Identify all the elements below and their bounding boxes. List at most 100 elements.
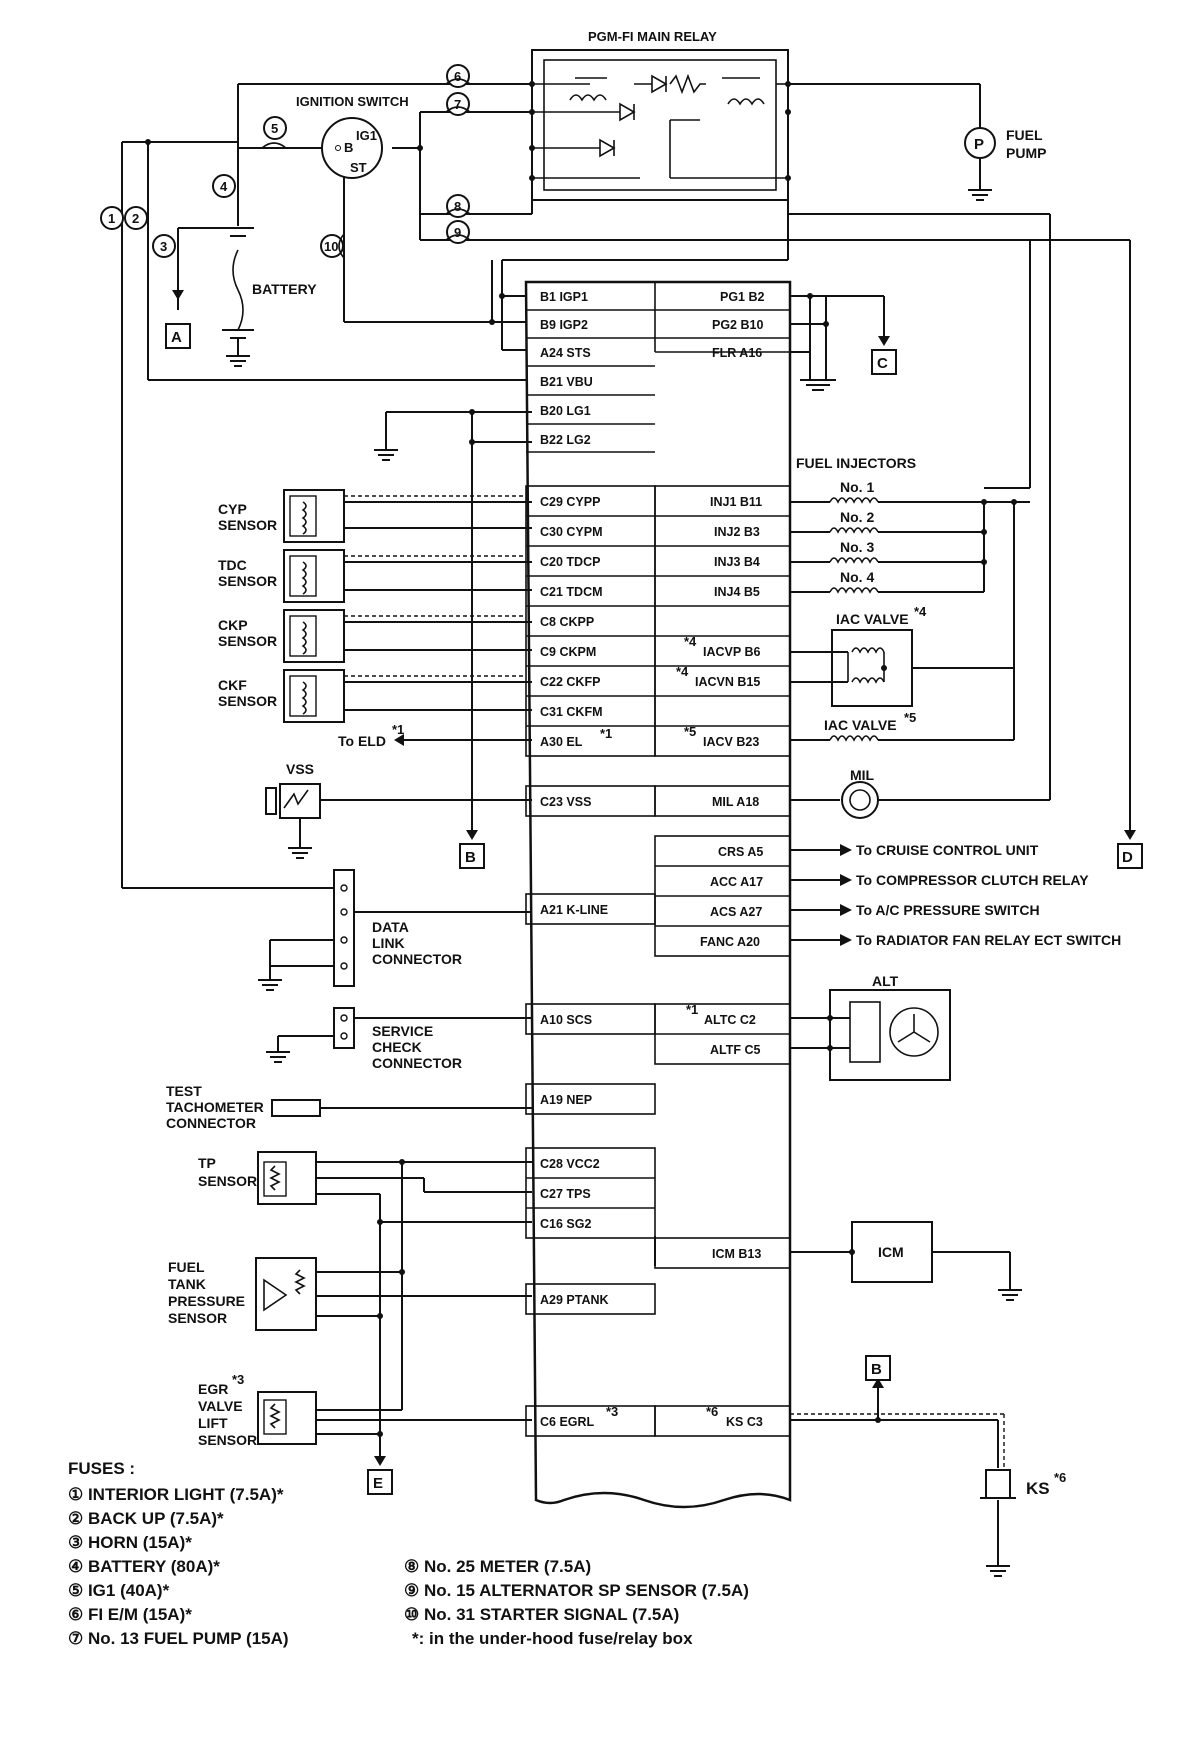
connector-b-left: B [459,843,485,869]
svg-text:KS: KS [1026,1479,1050,1498]
svg-text:*6: *6 [1054,1470,1066,1485]
svg-text:2: 2 [132,211,139,226]
svg-text:SENSOR: SENSOR [168,1310,227,1326]
svg-text:C27 TPS: C27 TPS [540,1187,591,1201]
svg-text:10: 10 [324,239,338,254]
svg-text:To RADIATOR FAN RELAY ECT SWIT: To RADIATOR FAN RELAY ECT SWITCH [856,932,1121,948]
svg-text:*3: *3 [232,1372,244,1387]
svg-text:*4: *4 [684,634,697,649]
svg-text:A24 STS: A24 STS [540,346,591,360]
svg-text:3: 3 [160,239,167,254]
svg-text:C30 CYPM: C30 CYPM [540,525,603,539]
knock-sensor: B KS *6 [790,1355,1066,1577]
svg-text:IAC VALVE: IAC VALVE [836,611,909,627]
fuse-7: 7 [445,92,471,116]
fuse-legend-4: ④ BATTERY (80A)* [68,1557,220,1576]
svg-text:FLR A16: FLR A16 [712,346,762,360]
ignition-switch: IGNITION SWITCH B IG1 ST [296,94,409,179]
fuse-legend-1: ① INTERIOR LIGHT (7.5A)* [68,1485,284,1504]
svg-text:EGR: EGR [198,1381,228,1397]
svg-text:D: D [1122,849,1133,866]
svg-text:*4: *4 [914,604,927,619]
svg-text:ALTF C5: ALTF C5 [710,1043,761,1057]
svg-text:ICM B13: ICM B13 [712,1247,761,1261]
svg-text:1: 1 [108,211,115,226]
fuse-legend-note: *: in the under-hood fuse/relay box [412,1629,693,1648]
svg-text:No. 3: No. 3 [840,539,874,555]
svg-text:C29 CYPP: C29 CYPP [540,495,600,509]
svg-text:INJ2 B3: INJ2 B3 [714,525,760,539]
svg-text:ACC A17: ACC A17 [710,875,763,889]
test-tachometer-connector: TEST TACHOMETER CONNECTOR [166,1083,532,1131]
svg-text:ICM: ICM [878,1244,904,1260]
fuse-6-top: 6 [445,64,471,88]
svg-text:C8 CKPP: C8 CKPP [540,615,594,629]
svg-text:FUEL: FUEL [168,1259,205,1275]
cyp-sensor: CYP SENSOR [218,489,532,543]
svg-text:INJ3 B4: INJ3 B4 [714,555,760,569]
ecm-block: B1 IGP1 B9 IGP2 A24 STS B21 VBU B20 LG1 … [524,280,792,1509]
svg-text:C31 CKFM: C31 CKFM [540,705,603,719]
svg-text:C16 SG2: C16 SG2 [540,1217,591,1231]
svg-text:*1: *1 [392,722,404,737]
icm: ICM [654,1221,1022,1301]
svg-text:9: 9 [454,225,461,240]
svg-text:ST: ST [350,160,367,175]
svg-text:C23 VSS: C23 VSS [540,795,591,809]
svg-text:B: B [465,849,476,866]
svg-text:PRESSURE: PRESSURE [168,1293,245,1309]
fuse-2: 2 [124,206,148,230]
fuse-9: 9 [445,220,471,244]
tp-sensor: TP SENSOR [198,1151,532,1222]
svg-text:CHECK: CHECK [372,1039,422,1055]
svg-text:B1 IGP1: B1 IGP1 [540,290,588,304]
outputs: To CRUISE CONTROL UNIT To COMPRESSOR CLU… [790,842,1121,948]
fuse-legend-7: ⑦ No. 13 FUEL PUMP (15A) [68,1629,289,1648]
ecm-right-pins: PG1 B2 PG2 B10 FLR A16 INJ1 B11 INJ2 B3 … [654,290,791,1437]
svg-text:C: C [877,355,888,372]
fuel-pump: P FUEL PUMP [788,83,1046,201]
svg-text:To A/C PRESSURE SWITCH: To A/C PRESSURE SWITCH [856,902,1040,918]
to-eld: To ELD *1 [338,722,532,749]
svg-text:TP: TP [198,1155,216,1171]
relay-outer-box [531,49,789,201]
iac-valve-5: IAC VALVE *5 [790,710,1014,742]
fuse-1: 1 [100,206,124,230]
alternator: ALT [790,973,951,1081]
svg-text:SENSOR: SENSOR [218,573,277,589]
power-supply-section: 6 7 IGNITION SWITCH B IG1 ST 5 [100,64,1051,889]
svg-text:4: 4 [220,179,228,194]
svg-text:KS C3: KS C3 [726,1415,763,1429]
svg-text:ACS A27: ACS A27 [710,905,762,919]
svg-text:No. 1: No. 1 [840,479,874,495]
connector-d: D [1117,240,1143,869]
ignition-switch-label: IGNITION SWITCH [296,94,409,109]
fuel-injectors: FUEL INJECTORS No. 1 No. 2 No. 3 No. 4 [790,455,1030,740]
svg-text:To COMPRESSOR CLUTCH RELAY: To COMPRESSOR CLUTCH RELAY [856,872,1089,888]
fuse-5: 5 [261,116,287,149]
svg-text:IACVN B15: IACVN B15 [695,675,760,689]
svg-text:CONNECTOR: CONNECTOR [372,1055,462,1071]
svg-text:6: 6 [454,69,461,84]
svg-text:IAC VALVE: IAC VALVE [824,717,897,733]
svg-text:SERVICE: SERVICE [372,1023,433,1039]
svg-text:*1: *1 [686,1002,698,1017]
fuse-legend-9: ⑨ No. 15 ALTERNATOR SP SENSOR (7.5A) [404,1581,749,1600]
svg-text:C21 TDCM: C21 TDCM [540,585,603,599]
svg-text:B: B [871,1361,882,1378]
fuse-3: 3 [152,234,176,258]
svg-text:LIFT: LIFT [198,1415,228,1431]
svg-text:TANK: TANK [168,1276,206,1292]
svg-text:C22 CKFP: C22 CKFP [540,675,600,689]
svg-text:INJ1 B11: INJ1 B11 [710,495,762,509]
connector-e: E [367,1469,393,1495]
svg-text:7: 7 [454,97,461,112]
svg-text:C9 CKPM: C9 CKPM [540,645,596,659]
svg-text:CYP: CYP [218,501,247,517]
ckf-sensor: CKF SENSOR [218,669,532,723]
svg-text:INJ4 B5: INJ4 B5 [714,585,760,599]
svg-text:A: A [171,329,182,346]
mil: MIL [790,767,1050,819]
svg-text:A10 SCS: A10 SCS [540,1013,592,1027]
svg-text:VSS: VSS [286,761,314,777]
